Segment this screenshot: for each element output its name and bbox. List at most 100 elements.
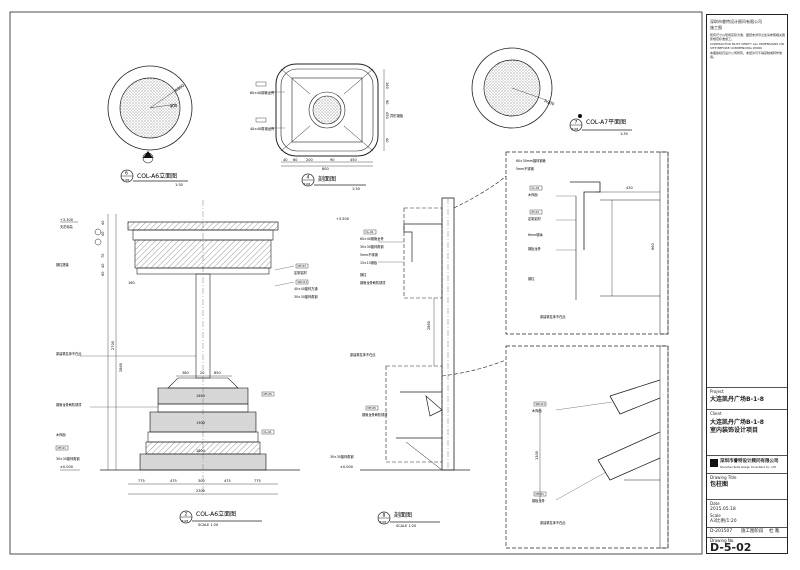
elev2-level-zero: ±0.000 xyxy=(60,465,73,469)
view2-ref: P-08 xyxy=(182,519,189,523)
view8-num: 8 xyxy=(383,513,386,519)
elev2-dim-l1: 40 xyxy=(101,232,105,236)
plan6-dim-400: 400 xyxy=(169,103,178,109)
view6-num: 6 xyxy=(125,171,128,177)
sec8-note-8: 30×30镀锌角钢 xyxy=(330,454,354,459)
sec4-dim-5: 450 xyxy=(350,158,357,162)
plan-view-6: R800 400 COL-A6立面图 xyxy=(107,65,193,180)
sec8-note-3: 15×15钢板 xyxy=(360,260,378,265)
tb-project3: 室内装饰设计项目 xyxy=(710,427,759,434)
elev2-dim-2860: 2860 xyxy=(119,363,123,372)
view6-ref: P-08 xyxy=(123,178,130,182)
detail-note-5: 钢板龙骨 xyxy=(528,246,541,251)
elev2-tag-1: WD-01 xyxy=(298,280,308,284)
tb-drawn: 杜 胤 xyxy=(769,529,780,534)
tb-date-label: Date xyxy=(710,501,720,506)
detail-note-3: 定制铝材 xyxy=(528,216,542,221)
tb-note-1: CONTRACTOR MUST VERIFY ALL DIMENSIONS ON… xyxy=(710,42,784,50)
elev2-dim-2700: 2700 xyxy=(111,341,115,350)
view4-label: 4 P-08 剖面图 1:30 xyxy=(301,173,366,191)
sec8-tag-1: MT-05 xyxy=(368,406,377,410)
tb-proj-no: D-201507 xyxy=(710,529,733,534)
elev2-dim-l0: 40 xyxy=(101,221,105,225)
sec8-level: +3.500 xyxy=(336,217,349,221)
elev2-level-ref: 天花标高 xyxy=(60,224,73,229)
elev2-dim-l2: 70 xyxy=(101,254,105,258)
sec4-dim-2: 200 xyxy=(306,158,313,162)
view2-scale: SCALE 1:20 xyxy=(198,523,218,527)
view8-title: 剖面图 xyxy=(394,511,412,519)
detail-note-6: 钢柱 xyxy=(528,276,535,281)
detail-note-1: 5mm不锈钢 xyxy=(516,166,534,171)
view6-scale: 1:30 xyxy=(175,183,183,187)
sec4-dim-3: 90 xyxy=(330,158,334,162)
tb-drawing-number: D-5-02 xyxy=(710,541,752,554)
sec8-note-2: 5mm不锈钢 xyxy=(360,252,378,257)
view4-ref: P-08 xyxy=(304,182,311,186)
elev2-dim-2300: 2300 xyxy=(196,489,205,493)
sec8-tag-0: CL-01 xyxy=(366,230,374,234)
detail-dim-660: 660 xyxy=(651,243,655,250)
tb-note-2: 本图版权归设计公司所有，未经许可不得复制或转作他用。 xyxy=(710,51,783,59)
elev2-note-6: 30×30镀锌角钢 xyxy=(294,294,318,299)
tb-client-label: Client xyxy=(710,411,722,416)
plan7-dim-r900: R900 xyxy=(544,98,556,106)
sec4-side-3: 40 xyxy=(385,138,389,142)
view8-label: 8 P-08 剖面图 SCALE 1:20 xyxy=(377,511,440,528)
elev2-dim-b2: 300 xyxy=(198,479,205,483)
callout-connector-top xyxy=(453,175,507,209)
tb-date: 2015.05.18 xyxy=(710,507,736,512)
plan6-dim-r800: R800 xyxy=(174,82,186,92)
view2-label: 2 P-08 COL-A6立面图 SCALE 1:20 xyxy=(179,510,262,527)
detail-note-4: 6mm玻璃 xyxy=(528,232,543,237)
tb-note-0: 所有尺寸以现场实际为准，图纸未详尽之处请参照相关国家规范标准施工。 xyxy=(710,33,786,41)
tb-company-en: Shenzhen Ruite Design Consultant Co., LT… xyxy=(720,466,777,469)
tb-no-label: Drawing No. xyxy=(710,538,735,543)
elev2-dim-l3: 40 xyxy=(101,264,105,268)
elev2-tag-0: MT-03 xyxy=(298,264,307,268)
view4-num: 4 xyxy=(307,175,310,181)
elev2-dim-1900: 1900 xyxy=(196,421,205,425)
elev2-dim-t2: 850 xyxy=(214,371,221,375)
view7-ref: P-08 xyxy=(572,127,579,131)
elev2-note-1: 原建筑柱体不在此 xyxy=(56,351,82,356)
sec8-note-6: 原建筑柱体不在此 xyxy=(350,352,376,357)
elev2-dim-b3: 475 xyxy=(224,479,231,483)
tb-header1: 深圳市睿特设计顾问有限公司 xyxy=(710,19,762,24)
sec8-note-4: 钢柱 xyxy=(360,272,367,277)
sec4-side-1: 90 xyxy=(385,100,389,104)
sec8-note-0: 60×40钢管龙骨 xyxy=(360,236,384,241)
sheet-border xyxy=(9,11,703,555)
view7-scale: 1:30 xyxy=(620,132,628,136)
title-block: 深圳市睿特设计顾问有限公司 施工图 所有尺寸以现场实际为准，图纸未详尽之处请参照… xyxy=(706,14,788,554)
view7-title: COL-A7平面图 xyxy=(586,119,626,126)
elev2-dim-t0: 380 xyxy=(182,371,189,375)
elev2-note-30: 30×30镀锌角钢 xyxy=(56,456,80,461)
detail-note-0: 60×30mm镀锌钢管 xyxy=(516,158,546,163)
detail-tag-1: PT-01 xyxy=(532,210,540,214)
elev2-note-2: 钢管龙骨刷防锈漆 xyxy=(56,402,82,407)
plan-section-4: 40 60 200 90 800 450 160 90 450 40 60×40… xyxy=(250,63,404,171)
view6-label: 6 P-08 1:30 xyxy=(120,169,188,187)
elev2-dim-b4: 775 xyxy=(254,479,261,483)
elev2-tag-4: CL-01 xyxy=(264,430,272,434)
elev2-dim-b0: 775 xyxy=(138,479,145,483)
tb-scale-label: Scale xyxy=(710,513,721,518)
company-logo xyxy=(710,459,718,467)
sec4-side-0: 160 xyxy=(385,82,389,89)
view6-title: COL-A6立面图 xyxy=(137,172,177,180)
view8-ref: P-08 xyxy=(380,520,387,524)
view2-num: 2 xyxy=(185,512,188,518)
sec4-note-2: 异形钢板 xyxy=(390,113,404,118)
sec4-dim-0: 40 xyxy=(283,158,287,162)
tb-project: 大连凯丹广场B-1-8 xyxy=(710,396,764,403)
sec4-dim-1: 60 xyxy=(293,158,297,162)
view7-num: 7 xyxy=(575,120,578,126)
tb-project-label: Project xyxy=(710,389,724,394)
elev2-dim-t1: 20 xyxy=(200,371,204,375)
detail-tag-0: CL-01 xyxy=(532,186,540,190)
sec8-note-5: 钢管龙骨刷防锈漆 xyxy=(360,280,386,285)
elev2-dim-1800: 1800 xyxy=(196,449,205,453)
